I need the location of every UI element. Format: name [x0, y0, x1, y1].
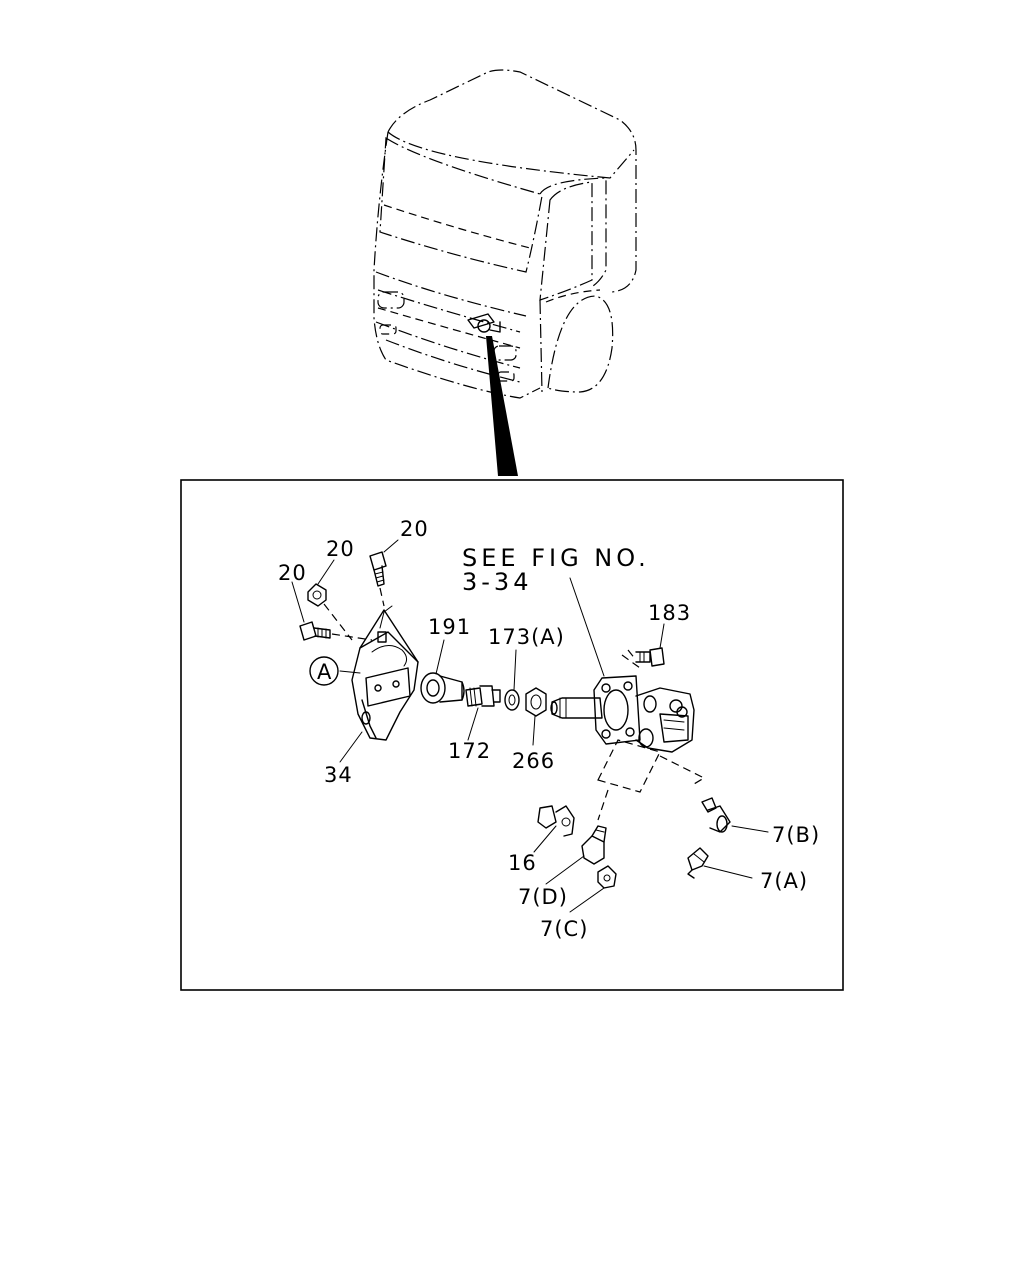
callout-bolt-top: 20 — [400, 517, 429, 541]
fitting-7c — [597, 865, 617, 889]
detail-a-circle — [309, 656, 339, 686]
callout-fitting-7c: 7(C) — [540, 917, 588, 941]
callout-nut-left: 20 — [326, 537, 355, 561]
bolt-183 — [635, 647, 665, 667]
detail-leader-wedge — [486, 336, 518, 476]
callout-detail-a: A — [317, 660, 332, 684]
callout-fitting-7b: 7(B) — [772, 823, 820, 847]
sensor-16 — [537, 805, 575, 837]
callout-union-bolt: 172 — [448, 739, 491, 763]
bolt-20-left — [299, 621, 373, 641]
nut-266 — [525, 687, 547, 717]
union-bolt-172 — [465, 685, 501, 707]
callout-sensor-16: 16 — [508, 851, 537, 875]
reference-note-line1: SEE FIG NO. — [462, 544, 650, 572]
phantom-zone — [597, 649, 706, 821]
callout-washer: 173(A) — [488, 625, 565, 649]
cab-mounted-component — [467, 313, 501, 333]
callout-bolt-left: 20 — [278, 561, 307, 585]
pump-assembly — [550, 675, 695, 753]
bolt-20-top — [369, 551, 387, 607]
callout-nut-266: 266 — [512, 749, 555, 773]
eye-joint-191 — [420, 672, 465, 704]
callout-bolt-183: 183 — [648, 601, 691, 625]
callout-fitting-7d: 7(D) — [518, 885, 568, 909]
nut-20 — [307, 583, 353, 641]
truck-cab-outline — [373, 69, 637, 399]
leader-lines — [291, 539, 769, 913]
callout-bracket: 34 — [324, 763, 353, 787]
reference-note-line2: 3-34 — [462, 568, 532, 596]
fitting-7a — [687, 847, 709, 879]
callout-eye-joint: 191 — [428, 615, 471, 639]
bracket-34 — [351, 605, 419, 741]
fitting-7d — [581, 825, 607, 865]
washer-173a — [504, 689, 520, 711]
detail-frame — [180, 479, 844, 991]
fitting-7b — [701, 797, 731, 833]
callout-fitting-7a: 7(A) — [760, 869, 808, 893]
